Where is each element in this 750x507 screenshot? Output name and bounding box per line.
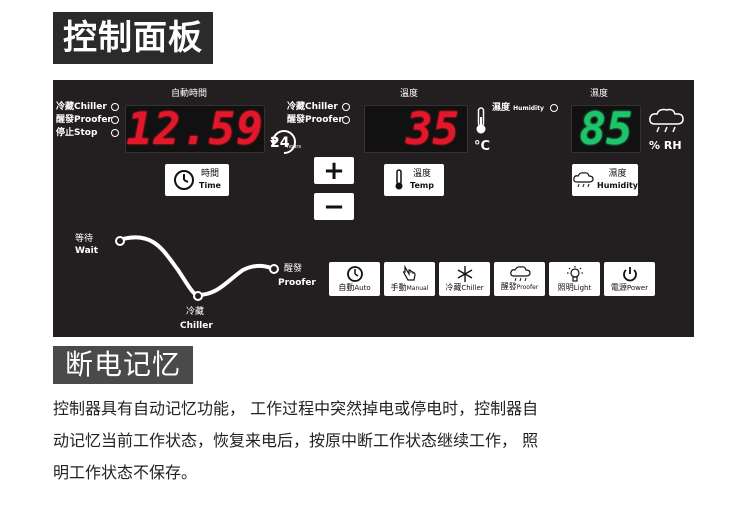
badge-24-text: 24 xyxy=(270,135,290,151)
time-mode-stop-led xyxy=(111,129,119,137)
proofer-en: Proofer xyxy=(516,284,539,291)
wait-label-cn: 等待 xyxy=(75,234,94,244)
thermometer-icon xyxy=(394,169,404,191)
temp-mode-proofer-led xyxy=(342,116,350,124)
power-button-label: 電源Power xyxy=(611,283,648,293)
temp-mode-proofer-label: 醒發Proofer xyxy=(287,115,343,125)
humidity-indicator-cn: 濕度 xyxy=(492,103,511,113)
minus-button[interactable]: − xyxy=(314,192,354,222)
cloud-icon xyxy=(509,266,531,282)
manual-cn: 手動 xyxy=(390,283,407,292)
time-mode-chiller-led xyxy=(111,103,119,111)
power-button[interactable]: 電源Power xyxy=(604,262,655,296)
proofer-cn: 醒發 xyxy=(500,282,517,291)
proofer-label-en: Proofer xyxy=(278,278,316,288)
24-hours-badge: 24 hours xyxy=(267,128,301,154)
chiller-led xyxy=(193,291,203,301)
control-panel-title: 控制面板 xyxy=(53,12,213,64)
temp-button-en: Temp xyxy=(410,181,434,190)
temp-button-cn: 溫度 xyxy=(412,169,431,179)
thermometer-icon xyxy=(475,107,487,135)
temp-section-header: 溫度 xyxy=(400,89,419,99)
light-button[interactable]: 照明Light xyxy=(549,262,600,296)
snowflake-icon xyxy=(456,265,474,283)
hand-icon xyxy=(401,265,419,283)
humidity-button-en: Humidity xyxy=(597,181,638,190)
temp-button[interactable]: 溫度 Temp xyxy=(384,164,444,196)
plus-button[interactable]: + xyxy=(314,156,354,186)
humidity-display: 85 xyxy=(571,104,641,155)
time-mode-stop-label: 停止Stop xyxy=(56,128,98,138)
humidity-button-cn: 濕度 xyxy=(608,169,627,179)
proofer-label-cn: 醒發 xyxy=(284,264,303,274)
bulb-icon xyxy=(566,265,584,283)
proofer-button[interactable]: 醒發Proofer xyxy=(494,262,545,296)
description-line-2: 动记忆当前工作状态，恢复来电后，按原中断工作状态继续工作， 照 xyxy=(53,431,539,450)
power-cn: 電源 xyxy=(610,283,627,292)
chiller-button-label: 冷藏Chiller xyxy=(445,283,483,293)
temp-mode-chiller-led xyxy=(342,103,350,111)
manual-button[interactable]: 手動Manual xyxy=(384,262,435,296)
humidity-section-header: 濕度 xyxy=(590,89,609,99)
time-button-cn: 時間 xyxy=(200,169,219,179)
manual-en: Manual xyxy=(406,285,429,292)
light-en: Light xyxy=(573,284,592,292)
proofer-button-label: 醒發Proofer xyxy=(501,282,538,292)
humidity-button[interactable]: 濕度 Humidity xyxy=(572,164,638,196)
time-mode-chiller-label: 冷藏Chiller xyxy=(56,102,107,112)
power-icon xyxy=(621,265,639,283)
temp-unit: °C xyxy=(474,139,491,154)
chiller-cn: 冷藏 xyxy=(445,283,462,292)
humidity-indicator-en: Humidity xyxy=(513,105,544,112)
proofer-led xyxy=(269,264,279,274)
time-mode-proofer-led xyxy=(111,116,119,124)
cloud-icon xyxy=(572,172,594,188)
chiller-en: Chiller xyxy=(461,284,484,292)
humidity-indicator-label: 濕度 Humidity xyxy=(492,103,544,114)
clock-icon xyxy=(173,169,195,191)
process-curve xyxy=(118,235,272,298)
time-section-header: 自動時間 xyxy=(171,89,208,99)
chiller-label-en: Chiller xyxy=(180,321,213,331)
time-display: 12.59 xyxy=(125,103,265,155)
chiller-label-cn: 冷藏 xyxy=(186,307,205,317)
power-en: Power xyxy=(626,284,649,292)
description-line-1: 控制器具有自动记忆功能， 工作过程中突然掉电或停电时，控制器自 xyxy=(53,399,539,418)
wait-label-en: Wait xyxy=(75,246,99,256)
light-cn: 照明 xyxy=(557,283,574,292)
auto-button-label: 自動Auto xyxy=(338,283,370,293)
auto-en: Auto xyxy=(354,284,371,292)
humidity-cloud-icon xyxy=(647,108,687,134)
clock-icon xyxy=(346,265,364,283)
power-memory-title: 断电记忆 xyxy=(53,346,194,384)
humidity-indicator-led xyxy=(550,104,558,112)
24-hours-icon xyxy=(270,130,296,154)
auto-button[interactable]: 自動Auto xyxy=(329,262,380,296)
temp-mode-chiller-label: 冷藏Chiller xyxy=(287,102,338,112)
time-button[interactable]: 時間 Time xyxy=(165,164,229,196)
manual-button-label: 手動Manual xyxy=(391,283,429,293)
description-line-3: 明工作状态不保存。 xyxy=(53,463,198,482)
control-panel: 自動時間 冷藏Chiller 醒發Proofer 停止Stop 12.59 24… xyxy=(53,80,694,337)
auto-cn: 自動 xyxy=(338,283,355,292)
wait-led xyxy=(115,236,125,246)
time-mode-proofer-label: 醒發Proofer xyxy=(56,115,112,125)
temp-display: 35 xyxy=(364,104,468,155)
time-button-en: Time xyxy=(199,181,221,190)
chiller-button[interactable]: 冷藏Chiller xyxy=(439,262,490,296)
light-button-label: 照明Light xyxy=(558,283,591,293)
badge-hours-text: hours xyxy=(287,144,302,150)
humidity-unit: % RH xyxy=(649,139,682,152)
